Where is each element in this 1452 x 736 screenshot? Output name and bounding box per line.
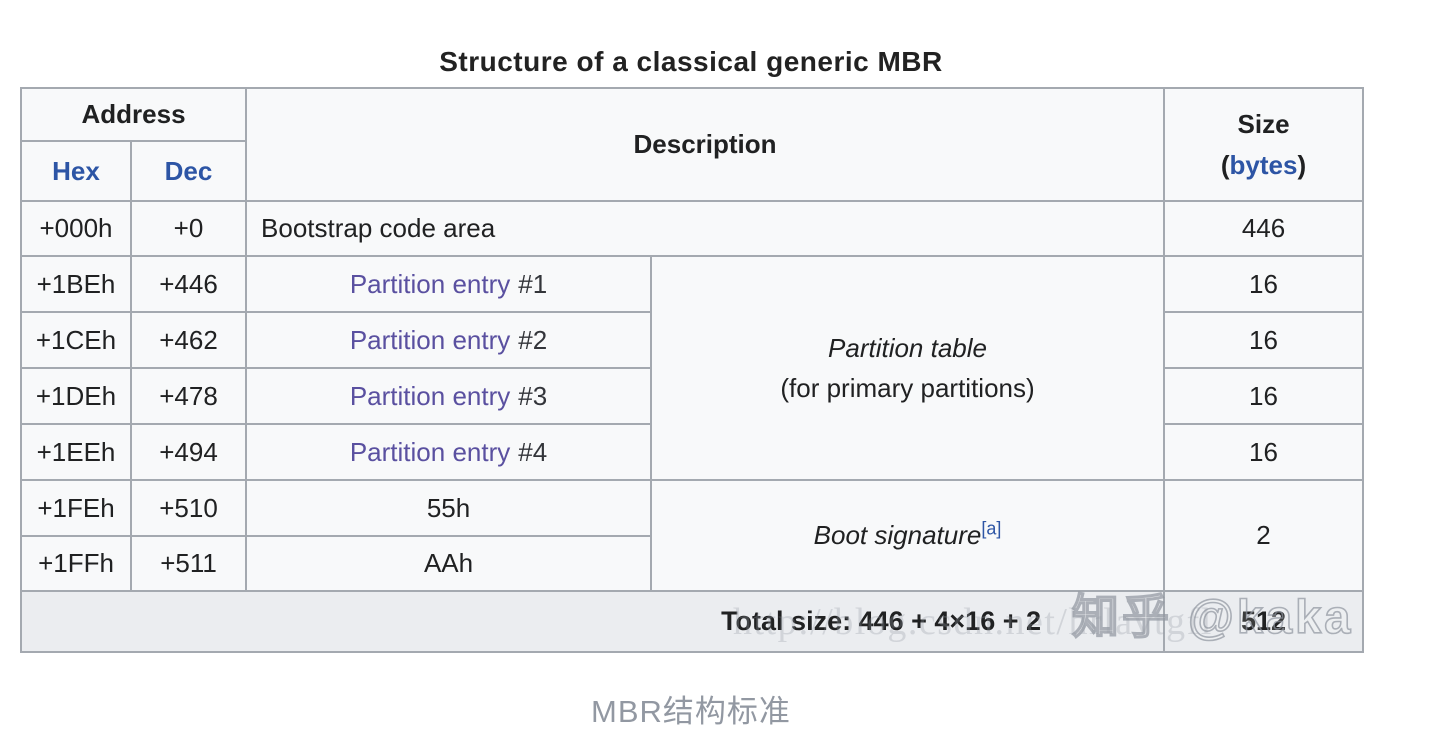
cell-partition-table: Partition table (for primary partitions): [650, 255, 1166, 481]
partition-entry-number: #4: [518, 436, 548, 467]
total-size-label: Total size: 446 + 4×16 + 2: [19, 590, 1166, 653]
total-row: Total size: 446 + 4×16 + 2 512: [19, 590, 1365, 653]
cell-hex: +1BEh: [20, 255, 132, 313]
cell-dec: +510: [129, 479, 248, 537]
table-row: +1BEh +446 Partition entry#1 Partition t…: [20, 255, 1365, 481]
cell-size: 446: [1163, 200, 1365, 257]
total-size-value: 512: [1163, 590, 1365, 653]
header-hex-link[interactable]: Hex: [52, 155, 100, 186]
cell-size: 16: [1163, 423, 1365, 481]
header-dec-link[interactable]: Dec: [164, 155, 213, 186]
partition-entry-link[interactable]: Partition entry: [349, 380, 511, 411]
cell-desc-aah: AAh: [245, 535, 653, 592]
cell-dec: +462: [129, 311, 248, 369]
table-row: +1FEh +510 55h Boot signature[a] 2: [20, 479, 1365, 592]
cell-description-bootstrap: Bootstrap code area: [245, 200, 1166, 257]
partition-entry-link[interactable]: Partition entry: [349, 436, 511, 467]
table-row: +1FFh +511 AAh: [20, 535, 1363, 592]
header-size-label: Size: [1237, 109, 1290, 140]
cell-size: 2: [1163, 479, 1365, 592]
partition-table-label: Partition table: [828, 332, 987, 363]
header-size-paren-open: (: [1220, 149, 1230, 180]
partition-entry-link[interactable]: Partition entry: [349, 268, 511, 299]
mbr-structure-table: Address Description Size (bytes) Hex Dec…: [19, 87, 1365, 653]
cell-size: 16: [1163, 255, 1365, 313]
cell-size: 16: [1163, 367, 1365, 425]
partition-entry-number: #3: [518, 380, 548, 411]
cell-hex: +1DEh: [20, 367, 132, 425]
cell-dec: +478: [129, 367, 248, 425]
cell-hex: +1EEh: [20, 423, 132, 481]
cell-dec: +494: [129, 423, 248, 481]
header-description: Description: [245, 87, 1166, 202]
cell-desc-55h: 55h: [245, 479, 653, 537]
table-row: +1CEh +462 Partition entry#2 16: [20, 311, 1365, 369]
table-row: +000h +0 Bootstrap code area 446: [20, 200, 1365, 257]
header-row-2: Hex Dec: [20, 140, 1363, 202]
table-row: +1DEh +478 Partition entry#3 16: [20, 367, 1365, 425]
header-address: Address: [19, 87, 248, 142]
partition-entry-number: #1: [518, 268, 548, 299]
partition-table-sublabel: (for primary partitions): [780, 373, 1035, 403]
cell-boot-signature: Boot signature[a]: [650, 479, 1166, 592]
cell-hex: +000h: [20, 200, 132, 257]
header-size: Size (bytes): [1163, 87, 1365, 202]
page-title: Structure of a classical generic MBR: [439, 46, 943, 77]
header-size-paren-close: ): [1297, 149, 1307, 180]
boot-signature-label: Boot signature: [813, 520, 982, 550]
footnote-a-link[interactable]: [a]: [981, 518, 1002, 539]
partition-entry-number: #2: [518, 324, 548, 355]
partition-entry-link[interactable]: Partition entry: [349, 324, 511, 355]
cell-dec: +511: [129, 535, 248, 592]
cell-partition-entry-4: Partition entry#4: [245, 423, 653, 481]
cell-dec: +446: [129, 255, 248, 313]
cell-partition-entry-1: Partition entry#1: [245, 255, 653, 313]
cell-partition-entry-2: Partition entry#2: [245, 311, 653, 369]
cell-partition-entry-3: Partition entry#3: [245, 367, 653, 425]
header-size-bytes-link[interactable]: bytes: [1229, 149, 1298, 180]
cell-hex: +1FEh: [20, 479, 132, 537]
cell-size: 16: [1163, 311, 1365, 369]
cell-hex: +1FFh: [20, 535, 132, 592]
cell-dec: +0: [129, 200, 248, 257]
table-row: +1EEh +494 Partition entry#4 16: [20, 423, 1365, 481]
header-row-1: Address Description Size (bytes): [19, 87, 1365, 202]
image-caption: MBR结构标准: [591, 694, 791, 729]
cell-hex: +1CEh: [20, 311, 132, 369]
